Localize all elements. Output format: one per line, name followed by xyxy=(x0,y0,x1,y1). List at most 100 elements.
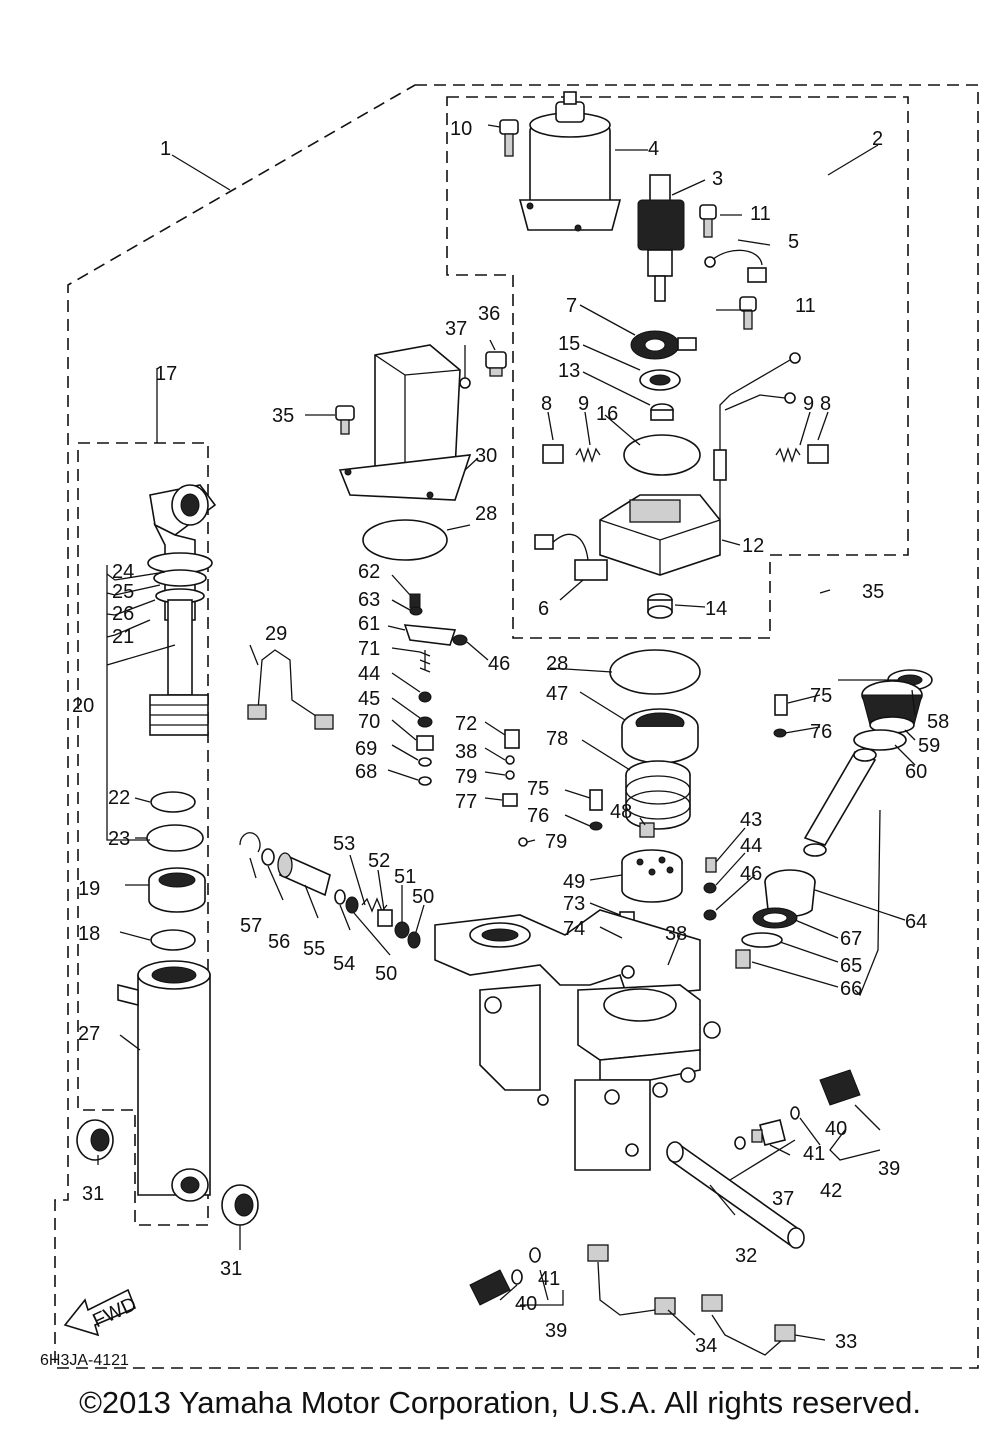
tilt-ram-assembly xyxy=(735,669,933,969)
callout-21: 21 xyxy=(112,626,134,648)
armature xyxy=(637,174,685,302)
callout-40-right: 40 xyxy=(825,1118,847,1140)
filter-78 xyxy=(625,760,691,830)
callout-8-right: 8 xyxy=(820,393,831,415)
screw-66 xyxy=(735,949,751,969)
callout-55: 55 xyxy=(303,938,325,960)
washer-76-right xyxy=(773,728,787,738)
callout-30: 30 xyxy=(475,445,497,467)
screw-75-centre xyxy=(589,789,603,811)
brush-8-right xyxy=(807,444,829,464)
callout-23: 23 xyxy=(108,828,130,850)
exploded-parts-diagram: 1 2 3 4 5 6 7 8 8 9 9 10 11 11 12 13 14 … xyxy=(40,84,979,1369)
screw-72 xyxy=(504,729,520,749)
callout-66: 66 xyxy=(840,978,862,1000)
callout-33: 33 xyxy=(835,1331,857,1353)
motor-housing xyxy=(518,91,622,232)
callout-46-upper: 46 xyxy=(488,653,510,675)
valve-48 xyxy=(639,822,655,838)
o-ring-79-lower xyxy=(518,837,528,847)
spring-9-left xyxy=(575,446,601,464)
callout-77: 77 xyxy=(455,791,477,813)
washer-63 xyxy=(409,606,423,616)
washer-76-centre xyxy=(589,821,603,831)
valve-70 xyxy=(416,735,434,751)
ball-44-right xyxy=(703,882,717,894)
brush-5 xyxy=(704,249,767,283)
callout-39-right: 39 xyxy=(878,1158,900,1180)
motor-assembly xyxy=(499,91,829,619)
reservoir-assembly xyxy=(247,344,788,945)
callout-25: 25 xyxy=(112,581,134,603)
callout-35-right: 35 xyxy=(862,581,884,603)
gland-59 xyxy=(861,680,923,734)
spring-71 xyxy=(419,650,431,673)
callout-50-right: 50 xyxy=(412,886,434,908)
pump-housing xyxy=(434,909,721,1171)
callout-49: 49 xyxy=(563,871,585,893)
callout-75-right: 75 xyxy=(810,685,832,707)
assembly-outlines xyxy=(54,84,979,1369)
callout-58: 58 xyxy=(927,711,949,733)
callout-11-lower: 11 xyxy=(795,295,816,317)
cylinder-27 xyxy=(117,960,211,1202)
callout-44-left: 44 xyxy=(358,663,380,685)
callout-40-left: 40 xyxy=(515,1293,537,1315)
lead-wire xyxy=(713,352,801,520)
o-ring-38-upper xyxy=(505,755,515,765)
plug-36 xyxy=(485,351,507,377)
callout-74: 74 xyxy=(563,918,585,940)
callout-52: 52 xyxy=(368,850,390,872)
callout-42: 42 xyxy=(820,1180,842,1202)
callout-38-upper: 38 xyxy=(455,741,477,763)
callout-57: 57 xyxy=(240,915,262,937)
callout-72: 72 xyxy=(455,713,477,735)
callout-63: 63 xyxy=(358,589,380,611)
seat-45 xyxy=(417,716,433,728)
callout-73: 73 xyxy=(563,893,585,915)
seat-51 xyxy=(394,921,410,939)
ball-44-left xyxy=(418,691,432,703)
callout-36: 36 xyxy=(478,303,500,325)
pipe-29 xyxy=(247,649,334,730)
o-ring-68 xyxy=(418,776,432,786)
o-ring-60 xyxy=(853,729,907,751)
callout-61: 61 xyxy=(358,613,380,635)
callout-69: 69 xyxy=(355,738,377,760)
callout-8-left: 8 xyxy=(541,393,552,415)
pipe-33 xyxy=(701,1294,796,1356)
callout-53: 53 xyxy=(333,833,355,855)
callout-65: 65 xyxy=(840,955,862,977)
callout-64: 64 xyxy=(905,911,927,933)
grommet-46-lower xyxy=(703,909,717,921)
o-ring-18 xyxy=(150,929,196,951)
callout-10: 10 xyxy=(450,118,472,140)
callout-68: 68 xyxy=(355,761,377,783)
outline-assembly-17 xyxy=(77,442,209,1226)
callout-22: 22 xyxy=(108,787,130,809)
callout-62: 62 xyxy=(358,561,380,583)
callout-6: 6 xyxy=(538,598,549,620)
o-ring-41-right xyxy=(790,1106,800,1120)
callout-3: 3 xyxy=(712,168,723,190)
callout-50-lower: 50 xyxy=(375,963,397,985)
gasket-28-right xyxy=(609,649,701,695)
trim-ram-rod xyxy=(147,523,213,736)
callout-9-left: 9 xyxy=(578,393,589,415)
screw-11-lower xyxy=(739,296,757,330)
screw-35-left xyxy=(335,405,355,435)
callout-78: 78 xyxy=(546,728,568,750)
clip-57 xyxy=(239,832,261,853)
screw-11-upper xyxy=(699,204,717,238)
callout-71: 71 xyxy=(358,638,380,660)
leader-lines xyxy=(97,124,916,1341)
callout-32: 32 xyxy=(735,1245,757,1267)
callout-24: 24 xyxy=(112,561,134,583)
valve-55 xyxy=(277,852,331,897)
callout-38-lower: 38 xyxy=(665,923,687,945)
bushing-31-right xyxy=(221,1184,259,1226)
callout-67: 67 xyxy=(840,928,862,950)
seal-67 xyxy=(752,907,798,929)
terminal-6 xyxy=(534,533,608,581)
callout-5: 5 xyxy=(788,231,799,253)
